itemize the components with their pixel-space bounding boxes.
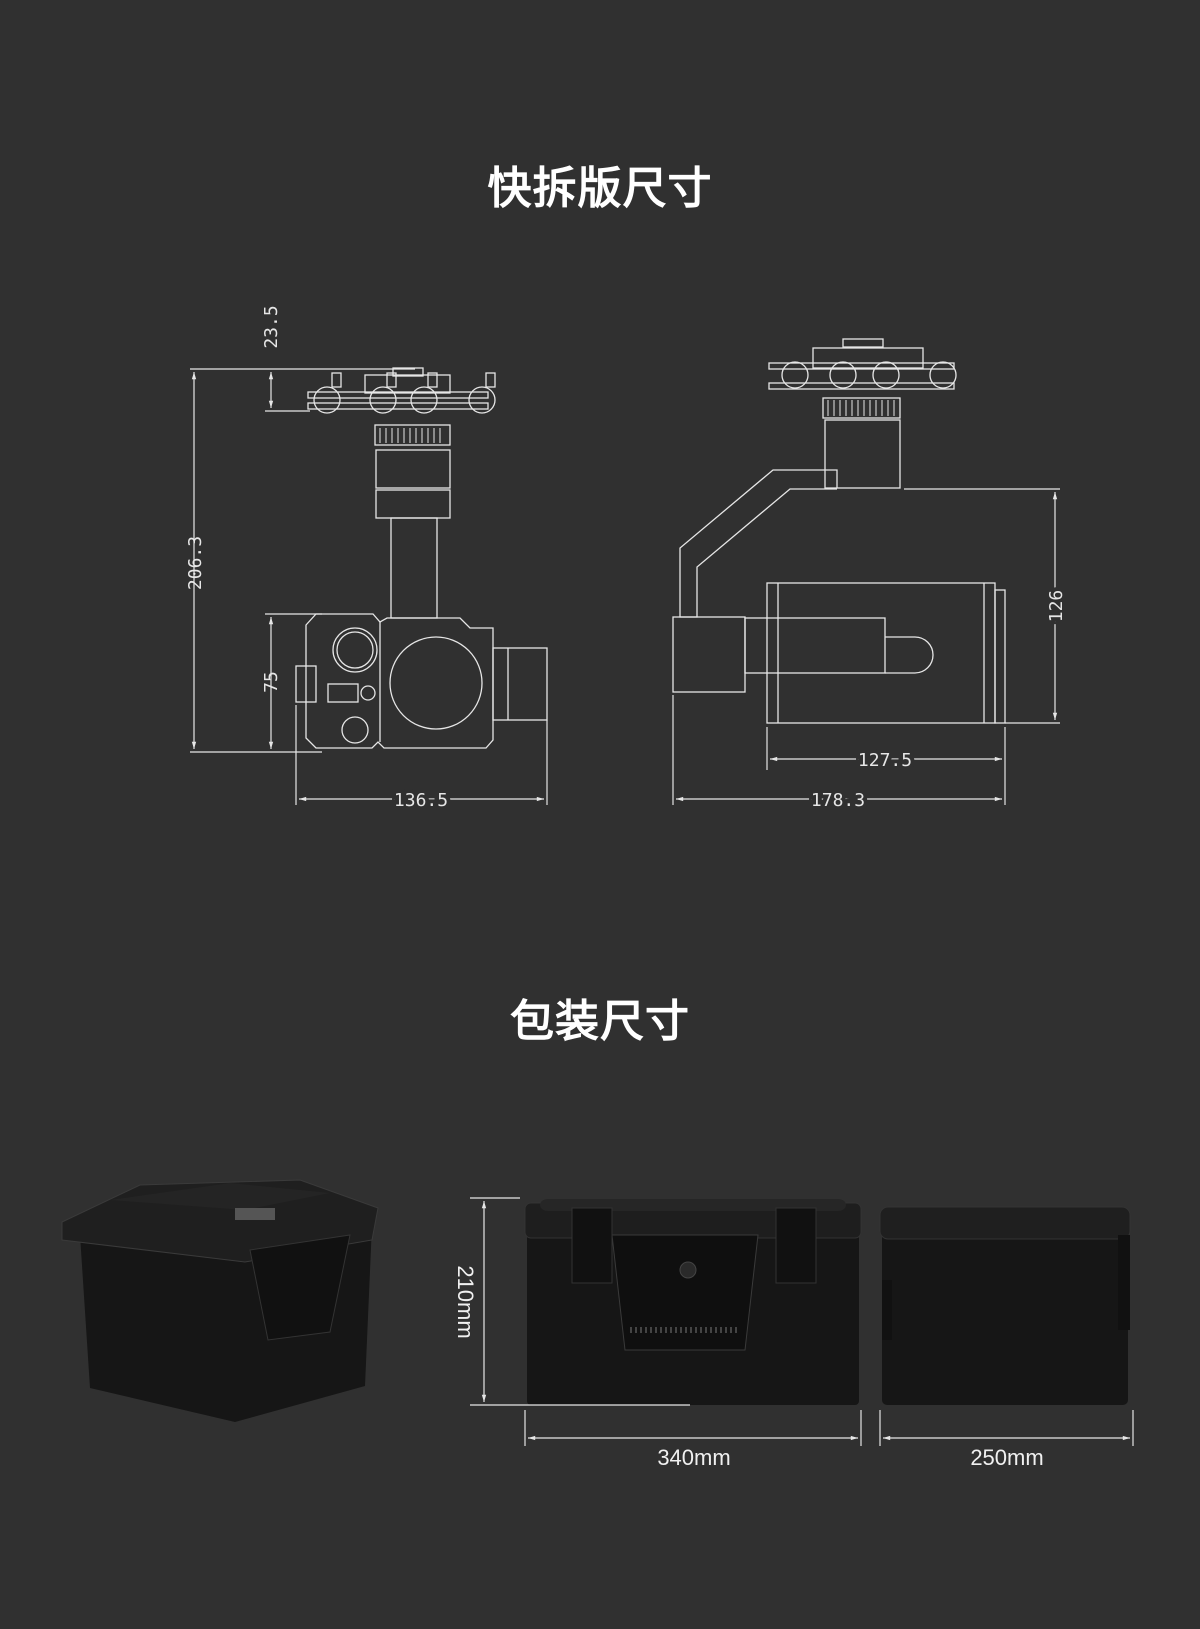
dim-total-height: 206.3 [185,536,206,590]
gimbal-side-view [672,338,1006,724]
dim-front-width: 136.5 [394,790,448,811]
package-height: 210mm [453,1265,478,1338]
dim-head-height: 75 [261,671,282,693]
case-front-view [524,1199,862,1405]
side-dimensions [672,488,1060,805]
dim-body-length: 127.5 [858,750,912,771]
package-length: 340mm [657,1445,730,1470]
damper-balls [313,372,496,414]
dim-total-length: 178.3 [811,790,865,811]
packaging-dimensions [470,1197,1134,1446]
packaging-title: 包装尺寸 [510,996,690,1047]
dim-mount-height: 23.5 [261,305,282,348]
case-perspective-view [61,1179,379,1422]
quick-release-title: 快拆版尺寸 [487,163,713,214]
case-side-view [879,1206,1131,1405]
front-dimensions [190,368,548,805]
dim-side-height: 126 [1046,590,1067,623]
package-width: 250mm [970,1445,1043,1470]
gimbal-front-view [295,367,548,749]
